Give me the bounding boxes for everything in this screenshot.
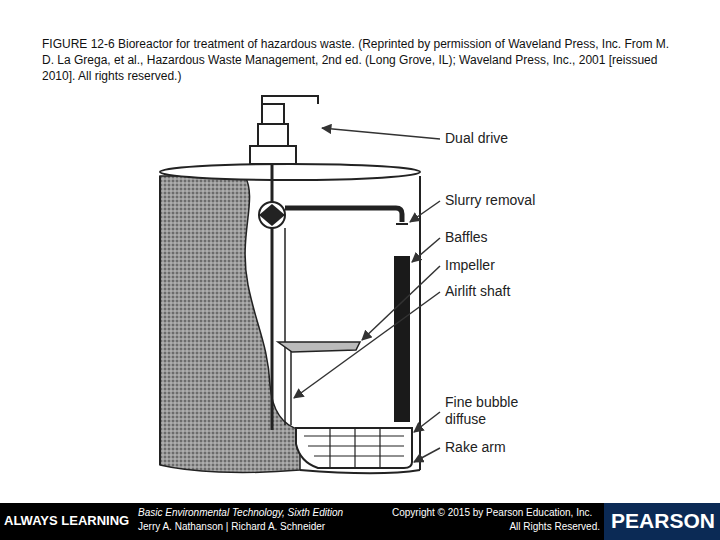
rights-note: All Rights Reserved. [470, 521, 600, 533]
rake-tines [304, 436, 404, 456]
airlift-shaft [290, 345, 292, 425]
drive-handle [262, 96, 318, 104]
impeller-blade [278, 342, 360, 352]
part-label: Dual drive [445, 130, 645, 147]
leader-line [294, 292, 440, 398]
slurry-outlet [396, 223, 408, 225]
book-authors: Jerry A. Nathanson | Richard A. Schneide… [138, 521, 378, 533]
part-label: Impeller [445, 257, 645, 274]
copyright: Copyright © 2015 by Pearson Education, I… [392, 507, 602, 519]
logo-box [604, 503, 720, 540]
publisher-logo: PEARSON [608, 508, 718, 533]
rake-tines [330, 428, 380, 468]
tank-bottom [300, 470, 420, 473]
tank-wall-shaded [160, 176, 300, 472]
part-label: Slurry removal [445, 192, 645, 209]
drive-mount [250, 146, 296, 164]
figure-caption: FIGURE 12-6 Bioreactor for treatment of … [42, 36, 682, 85]
leader-line [362, 266, 440, 340]
book-title: Basic Environmental Technology, Sixth Ed… [138, 507, 378, 519]
series-banner: ALWAYS LEARNING [4, 513, 136, 529]
leader-line [414, 448, 440, 462]
part-label: Rake arm [445, 439, 645, 456]
part-label: Fine bubble diffuse [445, 394, 533, 428]
leader-line [410, 201, 440, 222]
airlift-shaft [284, 228, 286, 425]
hub [259, 202, 285, 228]
baffle [394, 256, 410, 422]
footer-bar [0, 503, 720, 540]
part-label: Baffles [445, 229, 645, 246]
slurry-pipe [285, 208, 402, 222]
drive-gearbox [258, 124, 288, 146]
leader-line [322, 128, 440, 139]
hub-core [259, 204, 285, 226]
tank-left-wall [159, 176, 161, 465]
leader-line [414, 412, 440, 432]
leader-line [412, 238, 440, 262]
drive-motor [262, 104, 284, 124]
tank-top [160, 164, 420, 180]
rake-arm [296, 428, 412, 468]
part-label: Airlift shaft [445, 283, 645, 300]
